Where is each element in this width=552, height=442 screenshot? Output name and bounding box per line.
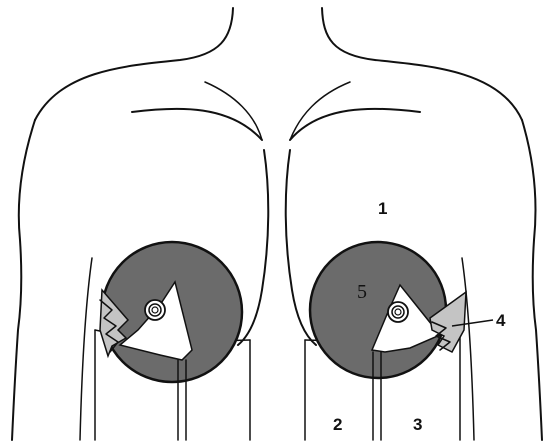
label-5: 5: [357, 281, 367, 303]
label-3: 3: [413, 415, 422, 434]
torso-right-contour: [522, 120, 542, 440]
clavicle-left: [132, 109, 262, 140]
clavicle-right: [290, 109, 420, 140]
right-breast-disc: [310, 242, 446, 378]
label-4: 4: [496, 311, 506, 330]
torso-left-contour: [12, 120, 35, 440]
chest-wall-right: [462, 258, 474, 440]
label-1: 1: [378, 199, 387, 218]
neck-right-line: [322, 8, 522, 120]
right-nipple-inner: [395, 309, 401, 315]
chest-wall-left: [80, 258, 92, 440]
neck-left-line: [35, 8, 233, 120]
label-2: 2: [333, 415, 342, 434]
left-nipple-inner: [152, 307, 158, 313]
